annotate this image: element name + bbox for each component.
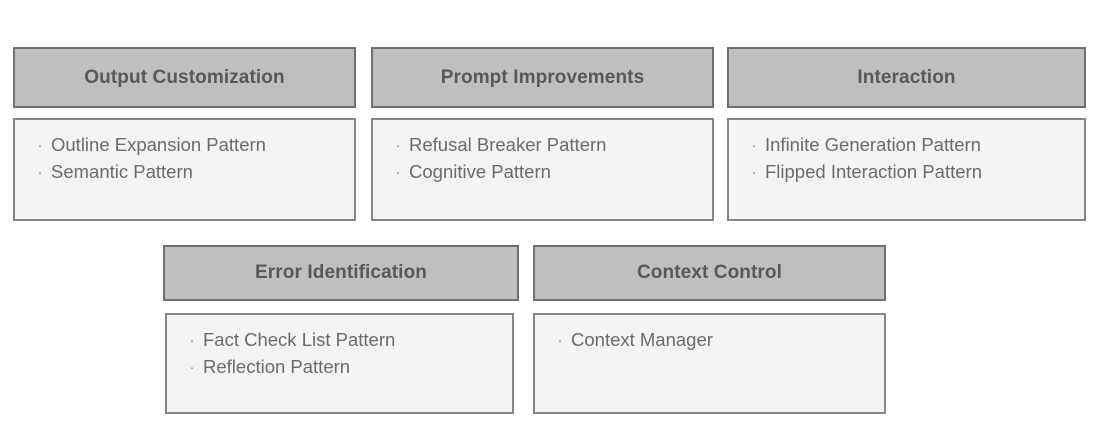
bullet-icon: · [557, 332, 563, 349]
category-title: Prompt Improvements [440, 66, 645, 88]
bullet-icon: · [37, 163, 43, 181]
list-item[interactable]: · Infinite Generation Pattern [743, 132, 1084, 159]
list-item[interactable]: · Context Manager [549, 327, 884, 354]
pattern-list: · Infinite Generation Pattern · Flipped … [729, 132, 1084, 185]
pattern-list: · Refusal Breaker Pattern · Cognitive Pa… [373, 132, 712, 185]
list-item[interactable]: · Fact Check List Pattern [181, 327, 512, 354]
category-body-interaction: · Infinite Generation Pattern · Flipped … [727, 118, 1086, 221]
bullet-icon: · [37, 137, 43, 154]
bullet-icon: · [189, 358, 195, 376]
pattern-label: Context Manager [571, 329, 713, 350]
bullet-icon: · [189, 332, 195, 349]
pattern-label: Cognitive Pattern [409, 160, 551, 182]
pattern-label: Flipped Interaction Pattern [765, 160, 982, 182]
pattern-label: Fact Check List Pattern [203, 329, 396, 350]
category-header-prompt-improvements[interactable]: Prompt Improvements [371, 47, 714, 108]
category-title: Context Control [636, 262, 783, 284]
pattern-list: · Context Manager [535, 327, 884, 354]
category-header-output-customization[interactable]: Output Customization [13, 47, 356, 108]
list-item[interactable]: · Reflection Pattern [181, 354, 512, 381]
category-body-error-identification: · Fact Check List Pattern · Reflection P… [165, 313, 514, 414]
pattern-list: · Fact Check List Pattern · Reflection P… [167, 327, 512, 380]
pattern-list: · Outline Expansion Pattern · Semantic P… [15, 132, 354, 185]
pattern-label: Semantic Pattern [51, 160, 193, 182]
pattern-label: Reflection Pattern [203, 355, 351, 377]
bullet-icon: · [751, 163, 757, 181]
bullet-icon: · [395, 137, 401, 154]
category-body-output-customization: · Outline Expansion Pattern · Semantic P… [13, 118, 356, 221]
category-title: Error Identification [255, 262, 427, 284]
category-title: Output Customization [84, 66, 285, 88]
list-item[interactable]: · Refusal Breaker Pattern [387, 132, 712, 159]
category-header-error-identification[interactable]: Error Identification [163, 245, 519, 301]
list-item[interactable]: · Outline Expansion Pattern [29, 132, 354, 159]
list-item[interactable]: · Cognitive Pattern [387, 159, 712, 186]
list-item[interactable]: · Semantic Pattern [29, 159, 354, 186]
pattern-label: Outline Expansion Pattern [51, 134, 266, 155]
bullet-icon: · [395, 163, 401, 181]
pattern-label: Infinite Generation Pattern [765, 134, 981, 155]
category-header-context-control[interactable]: Context Control [533, 245, 886, 301]
pattern-label: Refusal Breaker Pattern [409, 134, 607, 155]
bullet-icon: · [751, 137, 757, 154]
category-body-context-control: · Context Manager [533, 313, 886, 414]
category-header-interaction[interactable]: Interaction [727, 47, 1086, 108]
list-item[interactable]: · Flipped Interaction Pattern [743, 159, 1084, 186]
category-title: Interaction [857, 66, 956, 88]
category-body-prompt-improvements: · Refusal Breaker Pattern · Cognitive Pa… [371, 118, 714, 221]
